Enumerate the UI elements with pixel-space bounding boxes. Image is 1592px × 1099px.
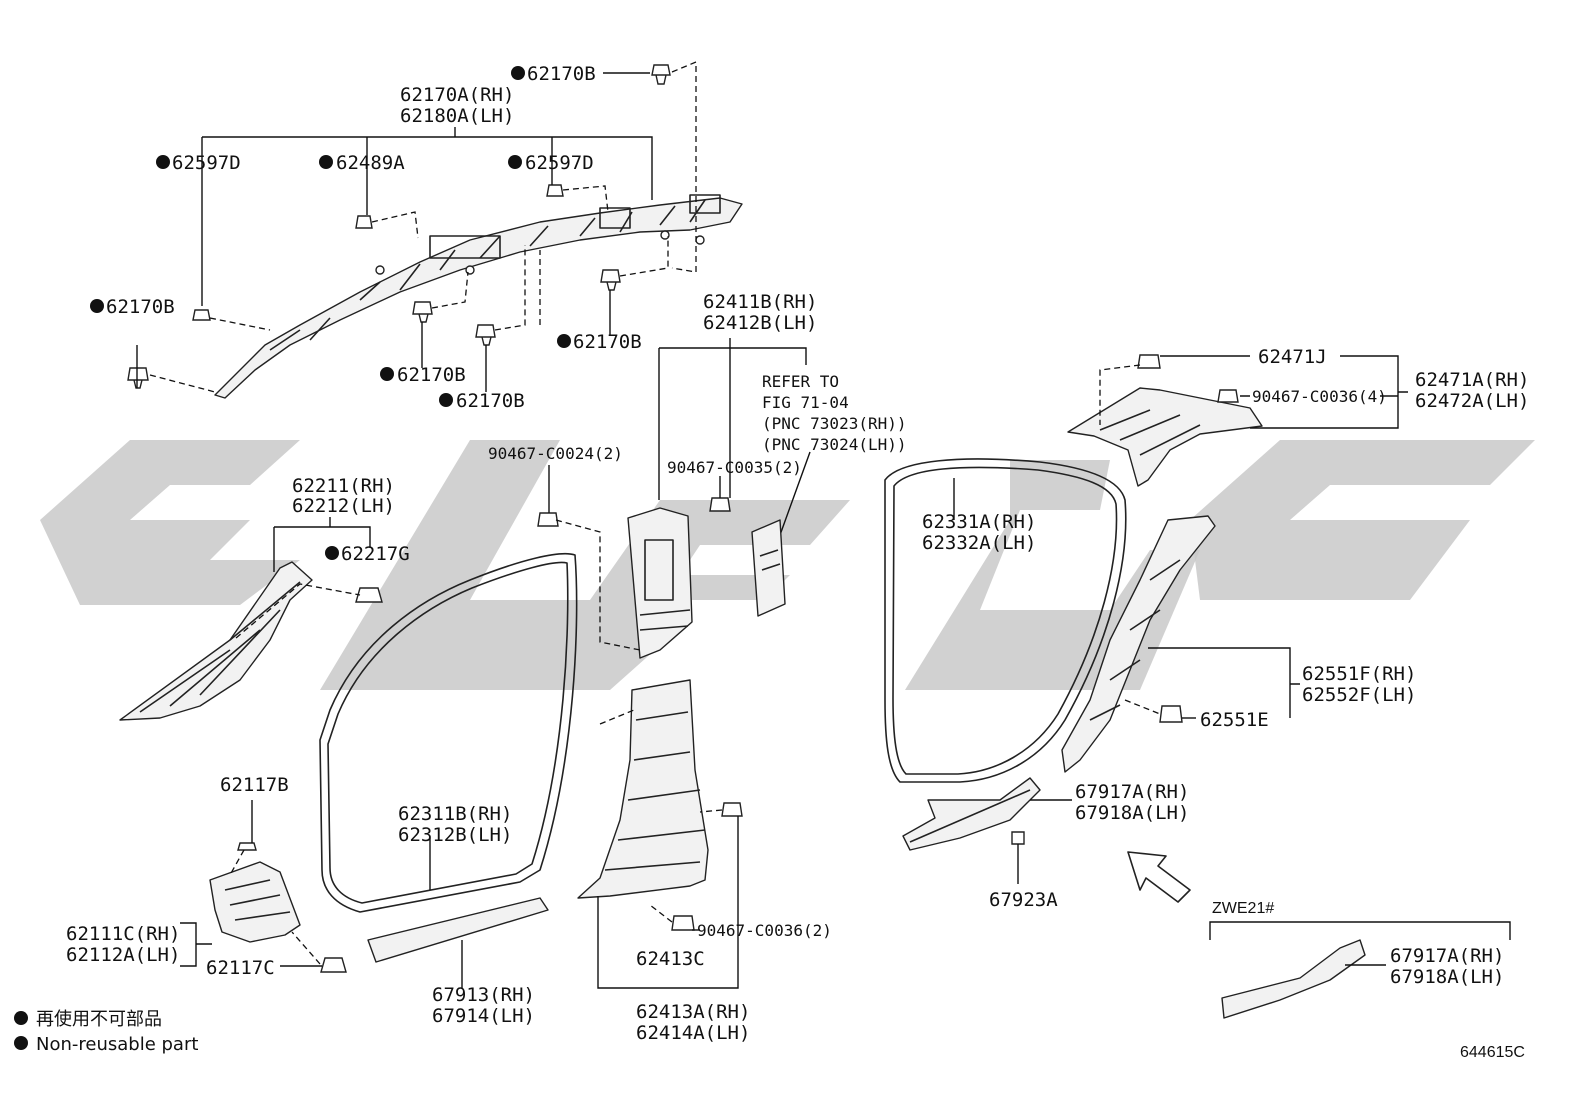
- label-62411B: 62411B(RH): [703, 291, 817, 313]
- legend: 再使用不可部品 Non-reusable part: [14, 1009, 198, 1055]
- label-62112A: 62112A(LH): [66, 944, 180, 966]
- part-labels: 62170B 62170A(RH) 62180A(LH) 62597D 6248…: [66, 63, 1529, 1044]
- airbag-leader-lines: [136, 61, 697, 393]
- center-pillar-lower-garnish: [577, 679, 743, 989]
- figure-code: 644615C: [1460, 1044, 1525, 1061]
- label-62170B-left: 62170B: [106, 296, 175, 318]
- label-62597D-right: 62597D: [525, 152, 594, 174]
- label-62413C: 62413C: [636, 948, 705, 970]
- label-90467-C0035: 90467-C0035(2): [667, 458, 802, 477]
- label-90467-C0024: 90467-C0024(2): [488, 444, 623, 463]
- non-reusable-marker: [325, 546, 339, 560]
- label-62412B: 62412B(LH): [703, 312, 817, 334]
- label-62597D-left: 62597D: [172, 152, 241, 174]
- watermark-logo: [40, 440, 1535, 690]
- non-reusable-marker: [439, 393, 453, 407]
- label-refer-1: REFER TO: [762, 372, 839, 391]
- label-62117B: 62117B: [220, 774, 289, 796]
- label-62413A: 62413A(RH): [636, 1001, 750, 1023]
- quarter-pillar-trim: [1067, 354, 1408, 487]
- label-62211: 62211(RH): [292, 475, 395, 497]
- non-reusable-marker: [319, 155, 333, 169]
- label-62311B: 62311B(RH): [398, 803, 512, 825]
- non-reusable-marker: [557, 334, 571, 348]
- label-62170B-mid1: 62170B: [397, 364, 466, 386]
- label-62312B: 62312B(LH): [398, 824, 512, 846]
- label-62111C: 62111C(RH): [66, 923, 180, 945]
- center-pillar-upper-garnish: [537, 338, 811, 659]
- label-refer-2: FIG 71-04: [762, 393, 849, 412]
- a-pillar-garnish: [119, 517, 383, 721]
- rear-lower-pillar-trim: [1061, 515, 1300, 773]
- label-62489A: 62489A: [336, 152, 405, 174]
- legend-line-en: Non-reusable part: [36, 1034, 198, 1055]
- label-62414A: 62414A(LH): [636, 1022, 750, 1044]
- non-reusable-marker: [511, 66, 525, 80]
- label-62217G: 62217G: [341, 543, 410, 565]
- label-62332A: 62332A(LH): [922, 532, 1036, 554]
- label-zwe21: ZWE21#: [1212, 900, 1274, 917]
- label-62331A: 62331A(RH): [922, 511, 1036, 533]
- label-67917A-a: 67917A(RH): [1075, 781, 1189, 803]
- front-scuff-plate: [367, 897, 549, 988]
- airbag-clips: [127, 64, 671, 389]
- seatbelt-adjuster-ref: [751, 519, 786, 617]
- label-62170B-top: 62170B: [527, 63, 596, 85]
- label-62180A: 62180A(LH): [400, 105, 514, 127]
- label-67918A-b: 67918A(LH): [1390, 966, 1504, 988]
- non-reusable-marker: [156, 155, 170, 169]
- label-62471A: 62471A(RH): [1415, 369, 1529, 391]
- non-reusable-marker: [380, 367, 394, 381]
- label-67913: 67913(RH): [432, 984, 535, 1006]
- rear-door-weatherstrip: [884, 458, 1127, 783]
- zwe21-variant-scuff: [1209, 921, 1511, 1019]
- curtain-airbag-assembly: [214, 194, 743, 399]
- label-refer-4: (PNC 73024(LH)): [762, 435, 907, 454]
- label-62212: 62212(LH): [292, 495, 395, 517]
- front-direction-arrow: [1127, 851, 1191, 903]
- label-67914: 67914(LH): [432, 1005, 535, 1027]
- label-62170A: 62170A(RH): [400, 84, 514, 106]
- label-62170B-right: 62170B: [573, 331, 642, 353]
- legend-dot: [14, 1011, 28, 1025]
- label-62551F: 62551F(RH): [1302, 663, 1416, 685]
- non-reusable-marker: [508, 155, 522, 169]
- label-62552F: 62552F(LH): [1302, 684, 1416, 706]
- label-67917A-b: 67917A(RH): [1390, 945, 1504, 967]
- legend-dot: [14, 1036, 28, 1050]
- label-90467-C0036-4: 90467-C0036(4): [1252, 387, 1387, 406]
- label-62170B-mid2: 62170B: [456, 390, 525, 412]
- label-62472A: 62472A(LH): [1415, 390, 1529, 412]
- legend-line-jp: 再使用不可部品: [36, 1009, 162, 1030]
- label-62471J: 62471J: [1258, 346, 1327, 368]
- rear-scuff-plate: [902, 777, 1072, 884]
- front-door-weatherstrip: [319, 552, 578, 913]
- label-67918A-a: 67918A(LH): [1075, 802, 1189, 824]
- non-reusable-marker: [90, 299, 104, 313]
- label-62551E: 62551E: [1200, 709, 1269, 731]
- label-62117C: 62117C: [206, 957, 275, 979]
- label-90467-C0036-2: 90467-C0036(2): [697, 921, 832, 940]
- label-67923A: 67923A: [989, 889, 1058, 911]
- front-kick-panel: [180, 800, 347, 973]
- label-refer-3: (PNC 73023(RH)): [762, 414, 907, 433]
